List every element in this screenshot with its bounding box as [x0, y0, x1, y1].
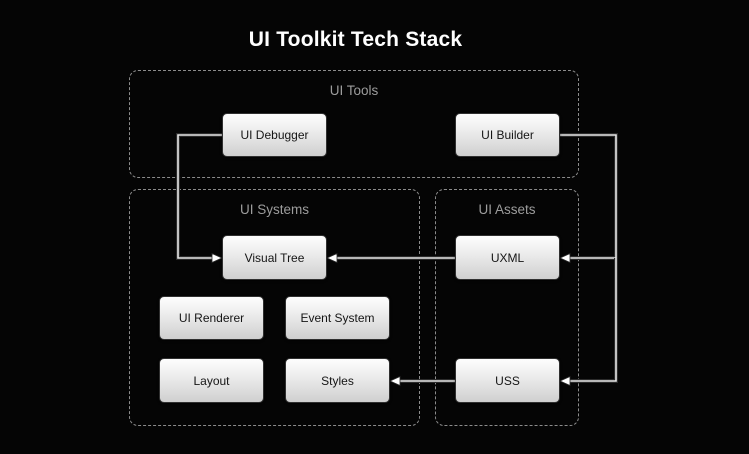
- node-uxml[interactable]: UXML: [455, 235, 560, 280]
- page-title: UI Toolkit Tech Stack: [248, 28, 463, 51]
- group-ui-systems: UI Systems: [129, 189, 420, 426]
- group-ui-tools: UI Tools: [129, 70, 579, 178]
- node-label-styles: Styles: [321, 373, 354, 388]
- group-label-ui-tools: UI Tools: [329, 83, 379, 98]
- group-label-ui-assets: UI Assets: [478, 202, 536, 217]
- node-uss[interactable]: USS: [455, 358, 560, 403]
- node-label-ui-renderer: UI Renderer: [178, 311, 245, 325]
- node-styles[interactable]: Styles: [285, 358, 390, 403]
- node-layout[interactable]: Layout: [159, 358, 264, 403]
- node-ui-debugger[interactable]: UI Debugger: [222, 113, 327, 157]
- node-label-ui-debugger: UI Debugger: [240, 128, 309, 142]
- node-label-ui-builder: UI Builder: [481, 128, 534, 142]
- node-label-event-system: Event System: [300, 311, 375, 325]
- node-label-uss: USS: [495, 373, 520, 388]
- group-label-ui-systems: UI Systems: [239, 202, 309, 217]
- node-label-uxml: UXML: [490, 250, 525, 265]
- node-ui-renderer[interactable]: UI Renderer: [159, 296, 264, 340]
- node-visual-tree[interactable]: Visual Tree: [222, 235, 327, 280]
- node-ui-builder[interactable]: UI Builder: [455, 113, 560, 157]
- node-label-layout: Layout: [193, 373, 230, 388]
- node-event-system[interactable]: Event System: [285, 296, 390, 340]
- node-label-visual-tree: Visual Tree: [244, 250, 305, 265]
